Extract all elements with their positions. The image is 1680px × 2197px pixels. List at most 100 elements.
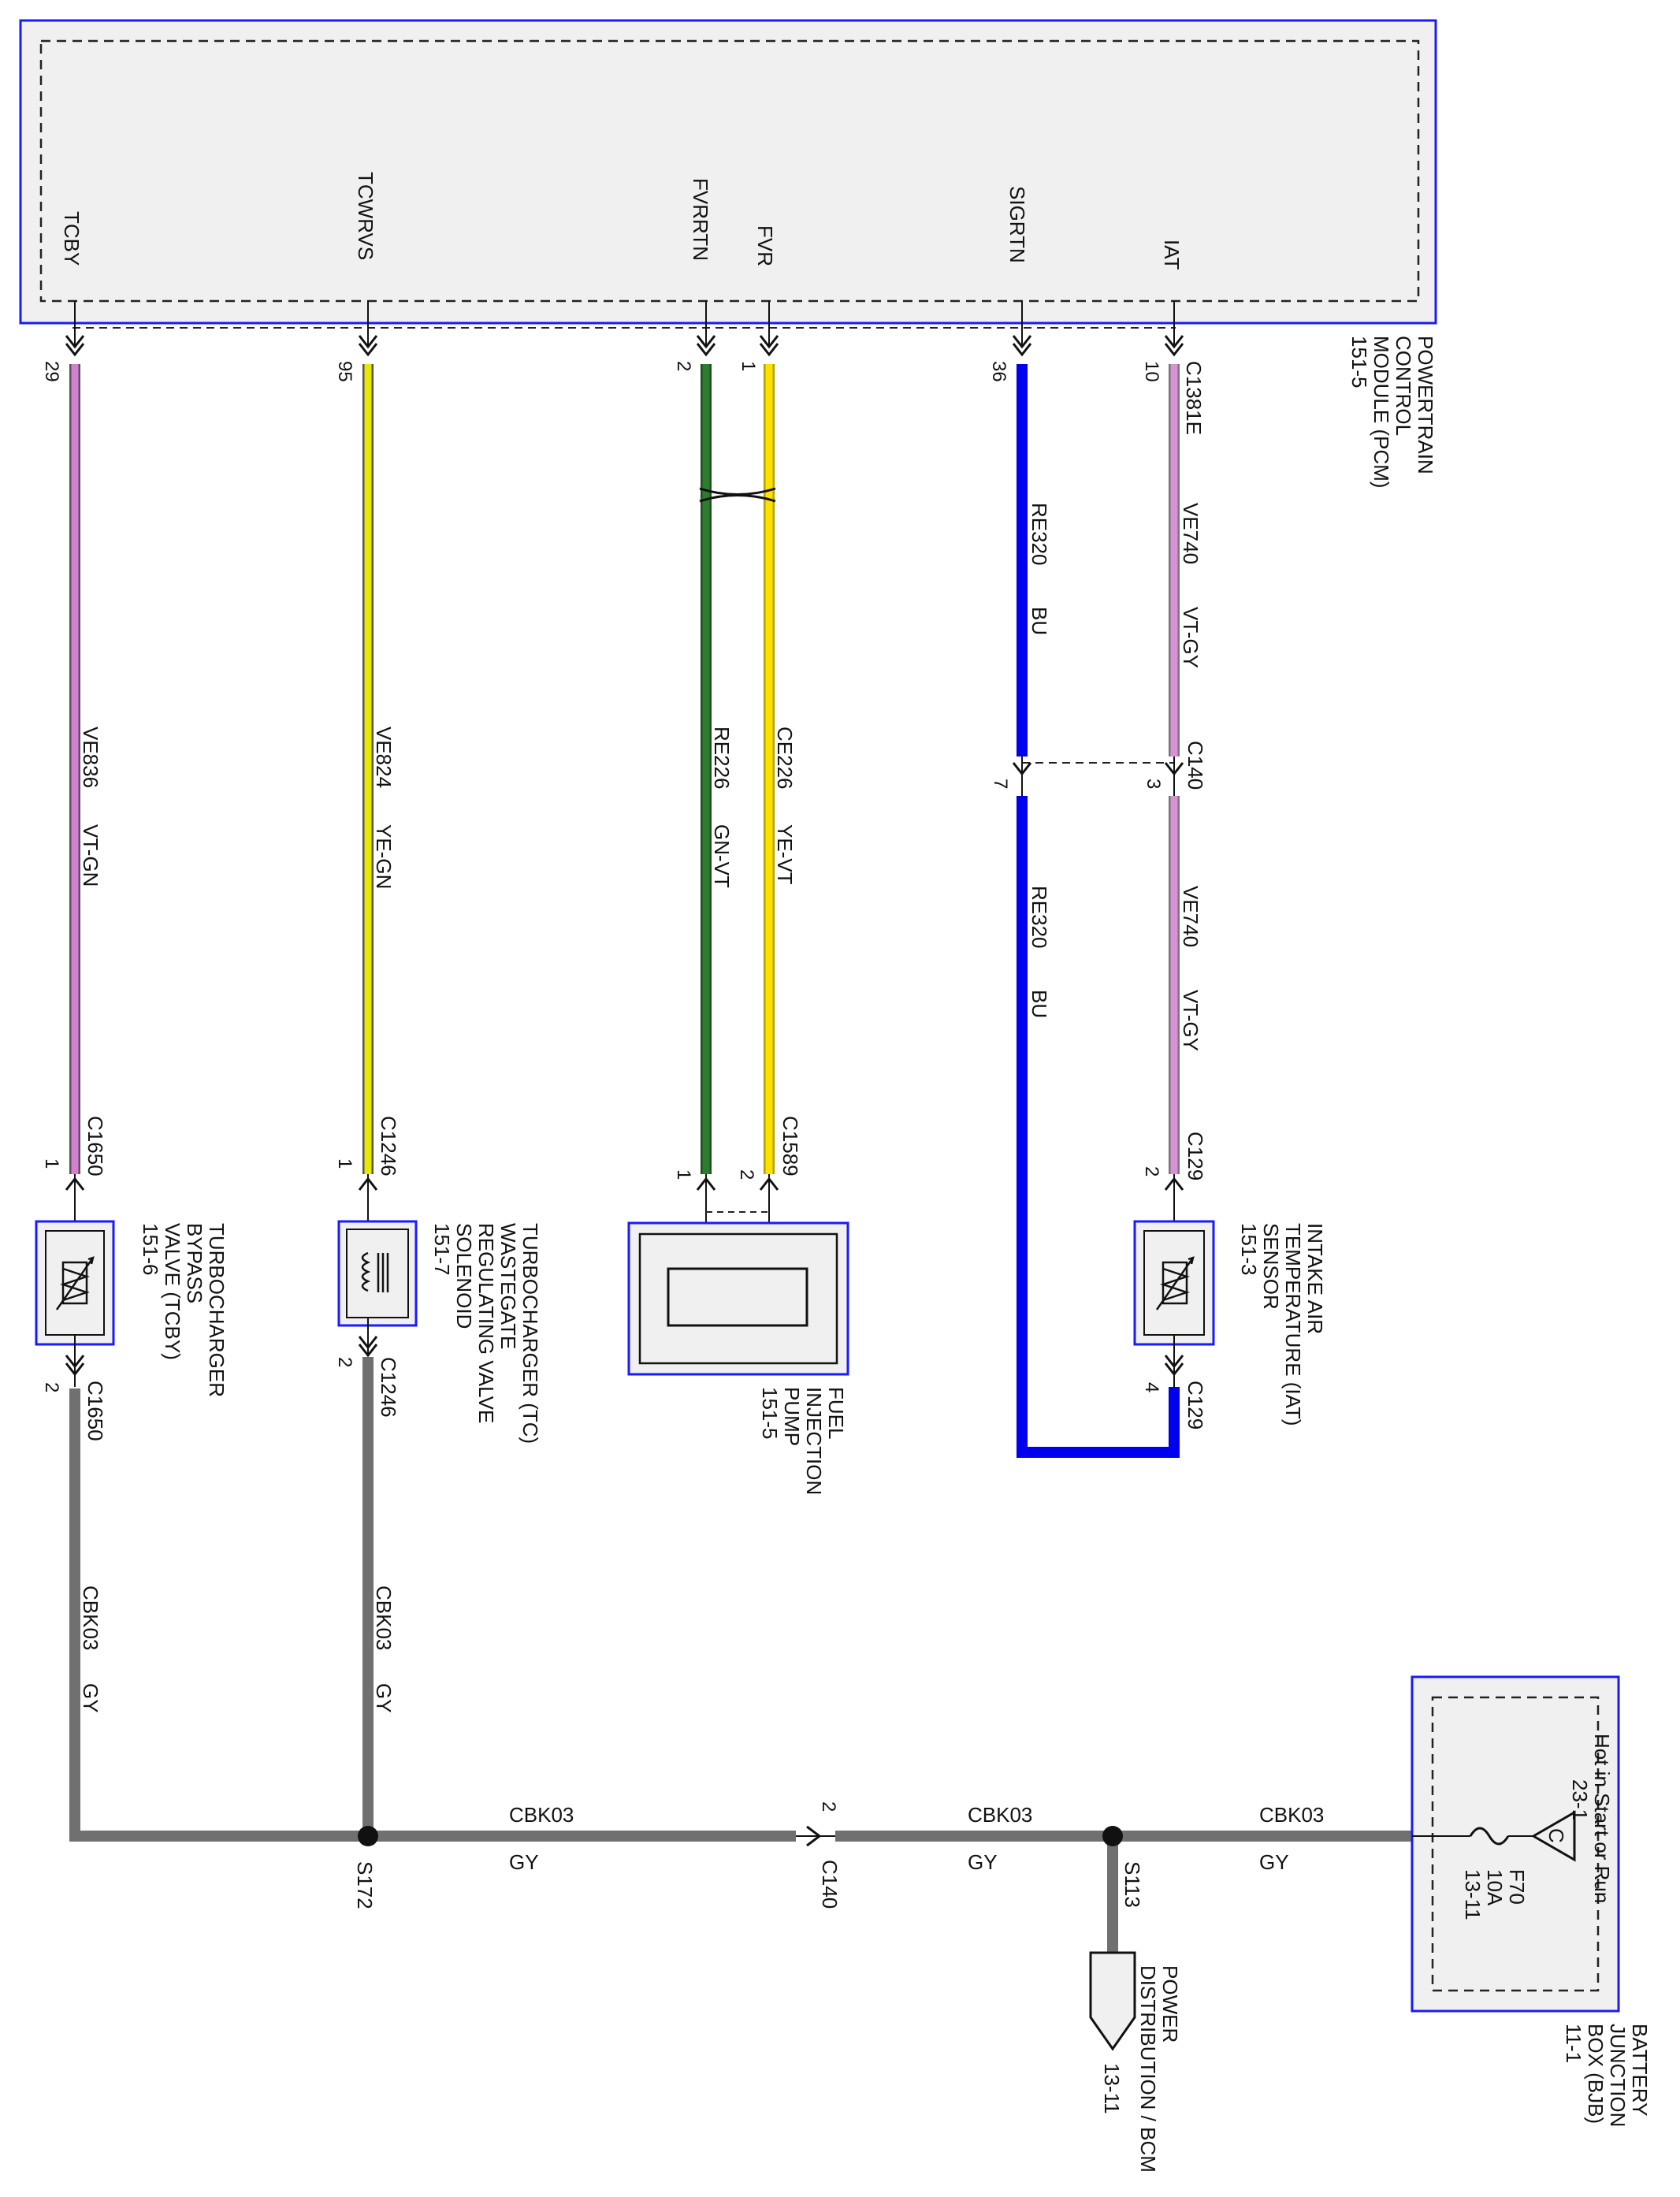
wire-re320-color-upper: BU	[1028, 607, 1051, 635]
c1246-bottom-label: C1246	[377, 1357, 400, 1418]
bjb-hot-line1: Hot in Start or Run	[1590, 1734, 1614, 1903]
pin-10: 10	[1141, 361, 1162, 382]
pcm-module-inner-dashed	[39, 39, 1420, 303]
pin-36: 36	[988, 361, 1009, 382]
tcwrvs-title-3: REGULATING VALVE	[474, 1223, 498, 1423]
pump-motor-block	[667, 1267, 808, 1327]
c129-top-label: C129	[1184, 1132, 1207, 1180]
pcm-pin-stubs	[74, 301, 1175, 347]
c1589-pin-1: 1	[673, 1169, 694, 1180]
c140-pin-3: 3	[1143, 779, 1164, 789]
wire-cbk03-tcby-color: GY	[79, 1683, 102, 1713]
c1589-label: C1589	[779, 1116, 802, 1177]
pcm-title-line4: 151-5	[1347, 336, 1371, 388]
c140-terminals	[1012, 756, 1184, 796]
pump-title-1: FUEL	[824, 1387, 848, 1439]
fuse-f70-line3: 13-11	[1461, 1869, 1485, 1920]
c129-top-pin: 2	[1141, 1166, 1162, 1177]
tcwrvs-title-4: SOLENOID	[452, 1223, 476, 1329]
wire-cbk03-bus-left-color: GY	[509, 1850, 539, 1874]
c1650-top-label: C1650	[84, 1116, 107, 1177]
wire-ve836-circuit: VE836	[79, 727, 102, 788]
pin-29: 29	[41, 361, 62, 382]
wire-ce226-circuit: CE226	[773, 727, 797, 790]
pcm-title-line2: CONTROL	[1392, 336, 1415, 436]
fuse-f70-line1: F70	[1505, 1869, 1529, 1905]
wire-re320-circuit-lower: RE320	[1028, 886, 1051, 949]
c1650-bottom-pin: 2	[41, 1382, 62, 1392]
c1589-pin-2: 2	[736, 1169, 757, 1180]
tcby-title-2: BYPASS	[183, 1223, 206, 1303]
iat-lower-terminal	[1164, 1355, 1184, 1377]
tcwrvs-title-5: 151-7	[430, 1223, 454, 1276]
pump-title-4: 151-5	[758, 1387, 782, 1440]
splice-s113-label: S113	[1121, 1861, 1144, 1908]
solenoid-coil-icon	[361, 1251, 389, 1292]
tcby-title-4: 151-6	[139, 1223, 162, 1276]
c1650-top-pin: 1	[41, 1158, 62, 1169]
c140-pin-7: 7	[990, 779, 1011, 789]
power-dist-line3: 13-11	[1100, 2063, 1124, 2114]
pcm-pin-fvr-label: FVR	[753, 225, 777, 266]
pin-1-fvr: 1	[738, 361, 759, 371]
wire-re226-circuit: RE226	[710, 727, 734, 790]
wire-cbk03-bus-mid-color: GY	[968, 1850, 998, 1874]
wire-cbk03-bus-right-circuit: CBK03	[1259, 1803, 1324, 1827]
tcby-title-3: VALVE (TCBY)	[161, 1223, 184, 1360]
power-distribution-pointer	[1089, 1951, 1136, 2051]
iat-inner	[1143, 1230, 1205, 1336]
iat-title-2: TEMPERATURE (IAT)	[1281, 1223, 1305, 1426]
pcm-pin-fvrrtn-label: FVRRTN	[689, 178, 712, 261]
pin-95: 95	[334, 361, 355, 382]
tcby-lower-terminal	[65, 1355, 85, 1377]
wire-cbk03-bus-right-color: GY	[1259, 1850, 1289, 1874]
wire-re320-color-lower: BU	[1028, 990, 1051, 1018]
hot-bus-triangle	[1530, 1810, 1576, 1862]
wire-ve740-color-lower: VT-GY	[1179, 990, 1202, 1051]
fuse-f70-icon	[1469, 1827, 1510, 1846]
pump-title-2: INJECTION	[802, 1387, 826, 1495]
bjb-inner-dashed-fit	[1431, 1696, 1600, 1992]
pcm-terminals	[65, 335, 1184, 357]
c1246-top-label: C1246	[377, 1116, 400, 1177]
pcm-pin-tcwrvs-label: TCWRVS	[354, 172, 377, 260]
c1246-bottom-pin: 2	[334, 1357, 355, 1367]
wire-ve824-color: YE-GN	[372, 824, 396, 889]
iat-title-1: INTAKE AIR	[1303, 1223, 1327, 1334]
pcm-title-line3: MODULE (PCM)	[1370, 336, 1393, 489]
c140-bus-pin: 2	[818, 1801, 839, 1812]
pin-2-fvrrtn: 2	[673, 361, 694, 371]
bjb-title-1: BATTERY	[1628, 2024, 1652, 2117]
pcm-pin-sigrtn-label: SIGRTN	[1005, 186, 1029, 263]
bjb-title-4: 11-1	[1562, 2024, 1585, 2063]
wire-cbk03-tcwrvs-color: GY	[372, 1683, 396, 1713]
splice-s113	[1102, 1826, 1123, 1846]
connector-c1381e: C1381E	[1182, 361, 1206, 435]
wire-cbk03-tcwrvs-circuit: CBK03	[372, 1585, 396, 1650]
pump-title-3: PUMP	[780, 1387, 804, 1446]
tcwrvs-title-2: WASTEGATE	[496, 1223, 520, 1349]
iat-title-4: 151-3	[1237, 1223, 1261, 1276]
tcby-valve-icon	[55, 1256, 95, 1310]
pcm-title-line1: POWERTRAIN	[1414, 336, 1437, 474]
c140-bus-label: C140	[818, 1860, 842, 1909]
pcm-pin-iat-label: IAT	[1160, 240, 1184, 270]
bjb-box	[1411, 1675, 1620, 2013]
wire-ce226-color: YE-VT	[773, 824, 797, 885]
power-dist-line2: DISTRIBUTION / BCM	[1136, 1965, 1160, 2173]
wire-re226-color: GN-VT	[710, 824, 734, 888]
c140-label-upper: C140	[1184, 741, 1207, 790]
splice-s172	[358, 1826, 378, 1846]
c1246-top-pin: 1	[334, 1158, 355, 1169]
tcwrvs-lower-terminal	[358, 1336, 378, 1358]
pcm-pin-tcby-label: TCBY	[60, 211, 84, 266]
wire-ve740-circuit-lower: VE740	[1179, 886, 1202, 947]
wire-ve824-circuit: VE824	[372, 727, 396, 788]
c1650-bottom-label: C1650	[84, 1381, 107, 1441]
iat-title-3: SENSOR	[1259, 1223, 1283, 1310]
wire-ve836-color: VT-GN	[79, 824, 102, 887]
wire-ve740-color-upper: VT-GY	[1179, 607, 1202, 668]
hot-bus-letter: C	[1544, 1828, 1568, 1843]
wire-re320-circuit-upper: RE320	[1028, 503, 1051, 566]
